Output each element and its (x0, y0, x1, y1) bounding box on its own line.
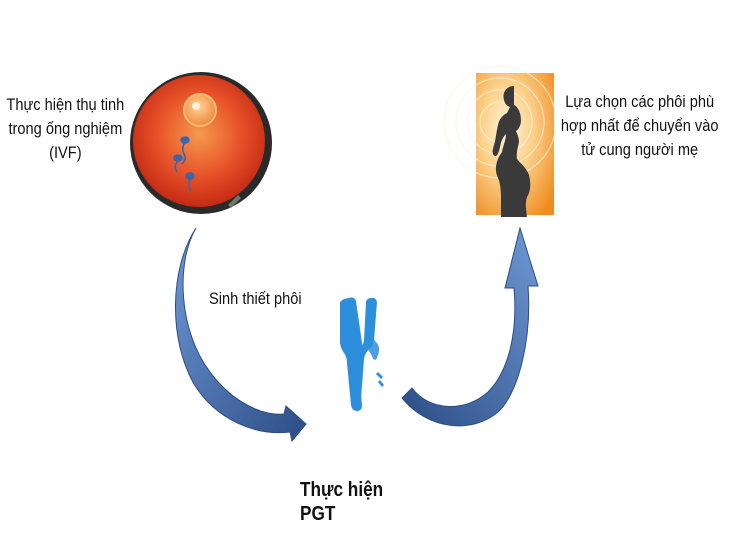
embryo-biopsy-label: Sinh thiết phôi (209, 289, 302, 308)
chromosome-icon (340, 297, 384, 411)
egg-with-sperm-icon (130, 72, 272, 214)
ivf-step-label: Thực hiện thụ tinh trong ống nghiệm (IVF… (6, 95, 125, 162)
curved-arrow-left (175, 227, 307, 443)
embryo-selection-label: Lựa chọn các phôi phù hợp nhất để chuyển… (560, 92, 719, 159)
pregnant-woman-silhouette-icon (443, 65, 557, 217)
pgt-step-label: Thực hiện PGT (300, 479, 384, 525)
curved-arrow-right (401, 226, 539, 427)
